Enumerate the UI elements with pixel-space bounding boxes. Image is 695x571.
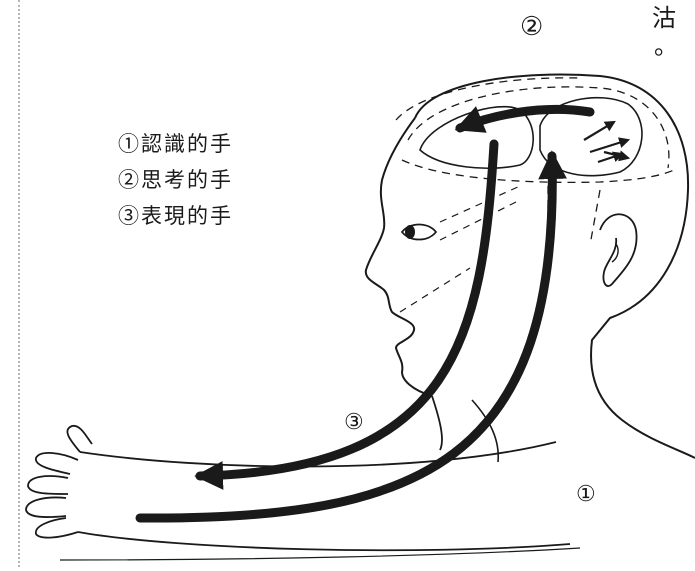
legend-mark-2: ② [118,168,141,192]
legend-mark-3: ③ [118,204,141,228]
arrow-thought-path [460,109,590,128]
label-express-arm: ③ [344,412,364,434]
legend-item-recognize: ①認識的手 [118,126,233,162]
legend-text-3: 表現的手 [141,204,233,228]
legend-text-2: 思考的手 [141,168,233,192]
sight-lines [400,186,520,312]
head-outline [415,75,695,458]
legend-item-express: ③表現的手 [118,198,233,234]
legend: ①認識的手 ②思考的手 ③表現的手 [118,126,233,234]
eye-icon [402,225,436,240]
page-margin-char: 沽 [652,6,676,30]
page-margin-period: 。 [654,34,678,58]
neck-line [432,396,442,450]
brain-dashed-contours [396,78,674,250]
page-margin-rule [18,0,32,567]
arm-lower-line [78,532,570,550]
hand-icon [26,426,92,538]
legend-item-think: ②思考的手 [118,162,233,198]
brain-small-arrows [584,122,628,162]
label-recognize-arm: ① [576,484,596,506]
legend-text-1: 認識的手 [141,132,233,156]
legend-mark-1: ① [118,132,141,156]
label-brain: ② [520,14,543,40]
face-outline [366,118,432,396]
